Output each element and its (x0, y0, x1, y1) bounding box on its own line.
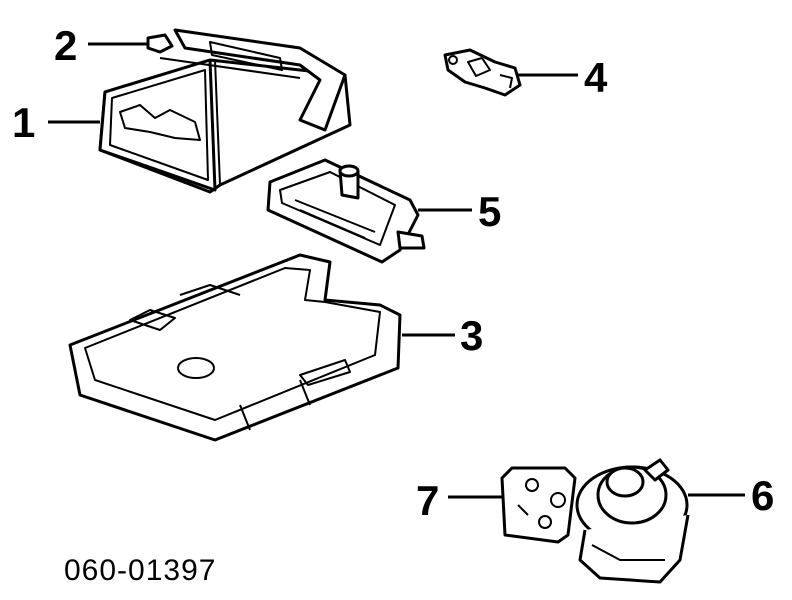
part-2-clip (146, 33, 174, 54)
part-4-sensor (443, 48, 522, 97)
callout-7: 7 (416, 477, 439, 524)
leader-lines (48, 42, 745, 499)
drawing-code: 060-01397 (64, 554, 216, 587)
callout-6: 6 (751, 472, 774, 519)
callout-1: 1 (12, 99, 35, 146)
callout-3: 3 (460, 312, 483, 359)
part-1-housing (98, 28, 352, 194)
callout-2: 2 (54, 22, 77, 69)
part-7-gasket (500, 466, 577, 544)
part-3-tray (68, 253, 402, 442)
callout-4: 4 (584, 54, 608, 101)
part-5-module (266, 158, 426, 264)
callout-5: 5 (478, 188, 501, 235)
part-6-valve (575, 458, 690, 584)
